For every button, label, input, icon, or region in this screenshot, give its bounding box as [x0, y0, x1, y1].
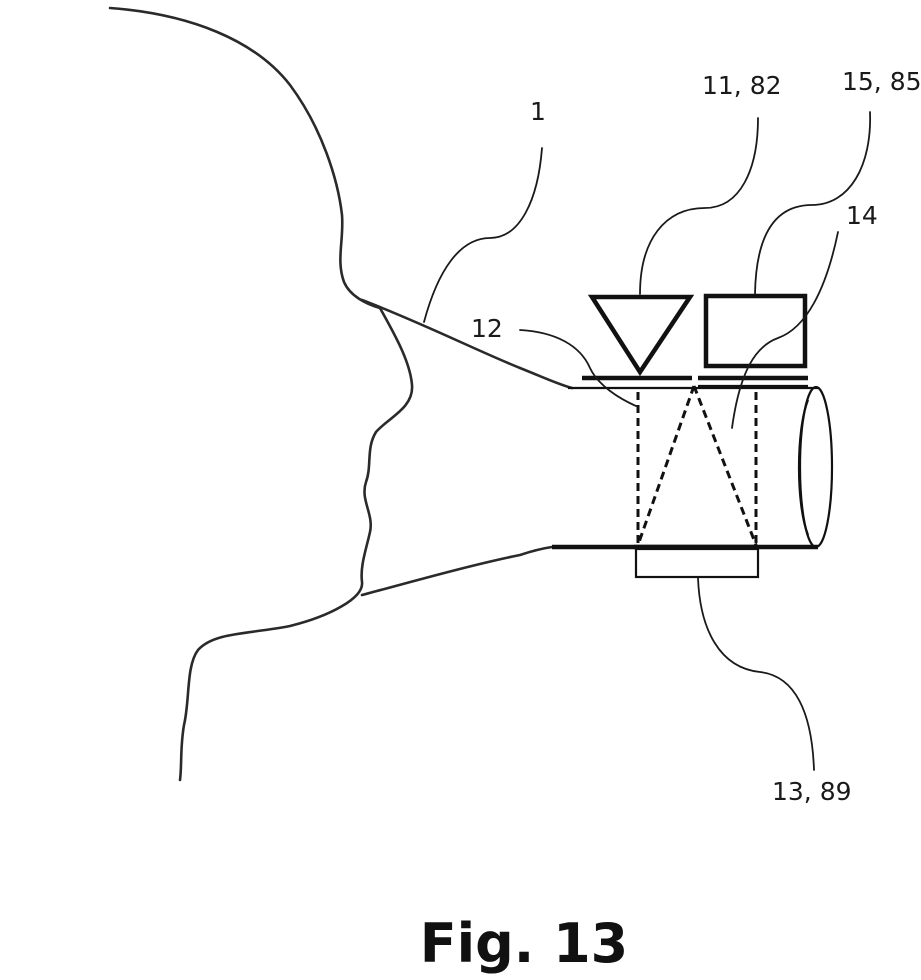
- light-path-diagonal-down: [638, 386, 694, 545]
- label-user: 1: [530, 97, 546, 126]
- head-profile-outline: [110, 8, 412, 780]
- label-emitter: 11, 82: [702, 71, 782, 100]
- label-detector: 15, 85: [842, 67, 921, 96]
- lower-jaw: [362, 547, 552, 595]
- figure-caption: Fig. 13: [420, 912, 629, 975]
- light-paths: [638, 386, 756, 545]
- upper-lip: [362, 300, 572, 388]
- leader-user: [424, 148, 542, 322]
- leader-lines: [424, 112, 870, 770]
- reflector: [634, 547, 758, 577]
- label-chamber: 14: [846, 201, 878, 230]
- label-reflector: 13, 89: [772, 777, 852, 806]
- leader-chamber: [732, 232, 838, 428]
- leader-emitter: [640, 118, 758, 294]
- head-profile: [110, 8, 572, 780]
- mouthpiece-tube: [552, 387, 832, 547]
- reflector-body: [636, 549, 758, 577]
- window-plates: [582, 378, 808, 386]
- leader-reflector: [698, 578, 814, 770]
- light-path-diagonal-up: [694, 386, 756, 545]
- emitter: [592, 297, 690, 372]
- label-window: 12: [471, 314, 503, 343]
